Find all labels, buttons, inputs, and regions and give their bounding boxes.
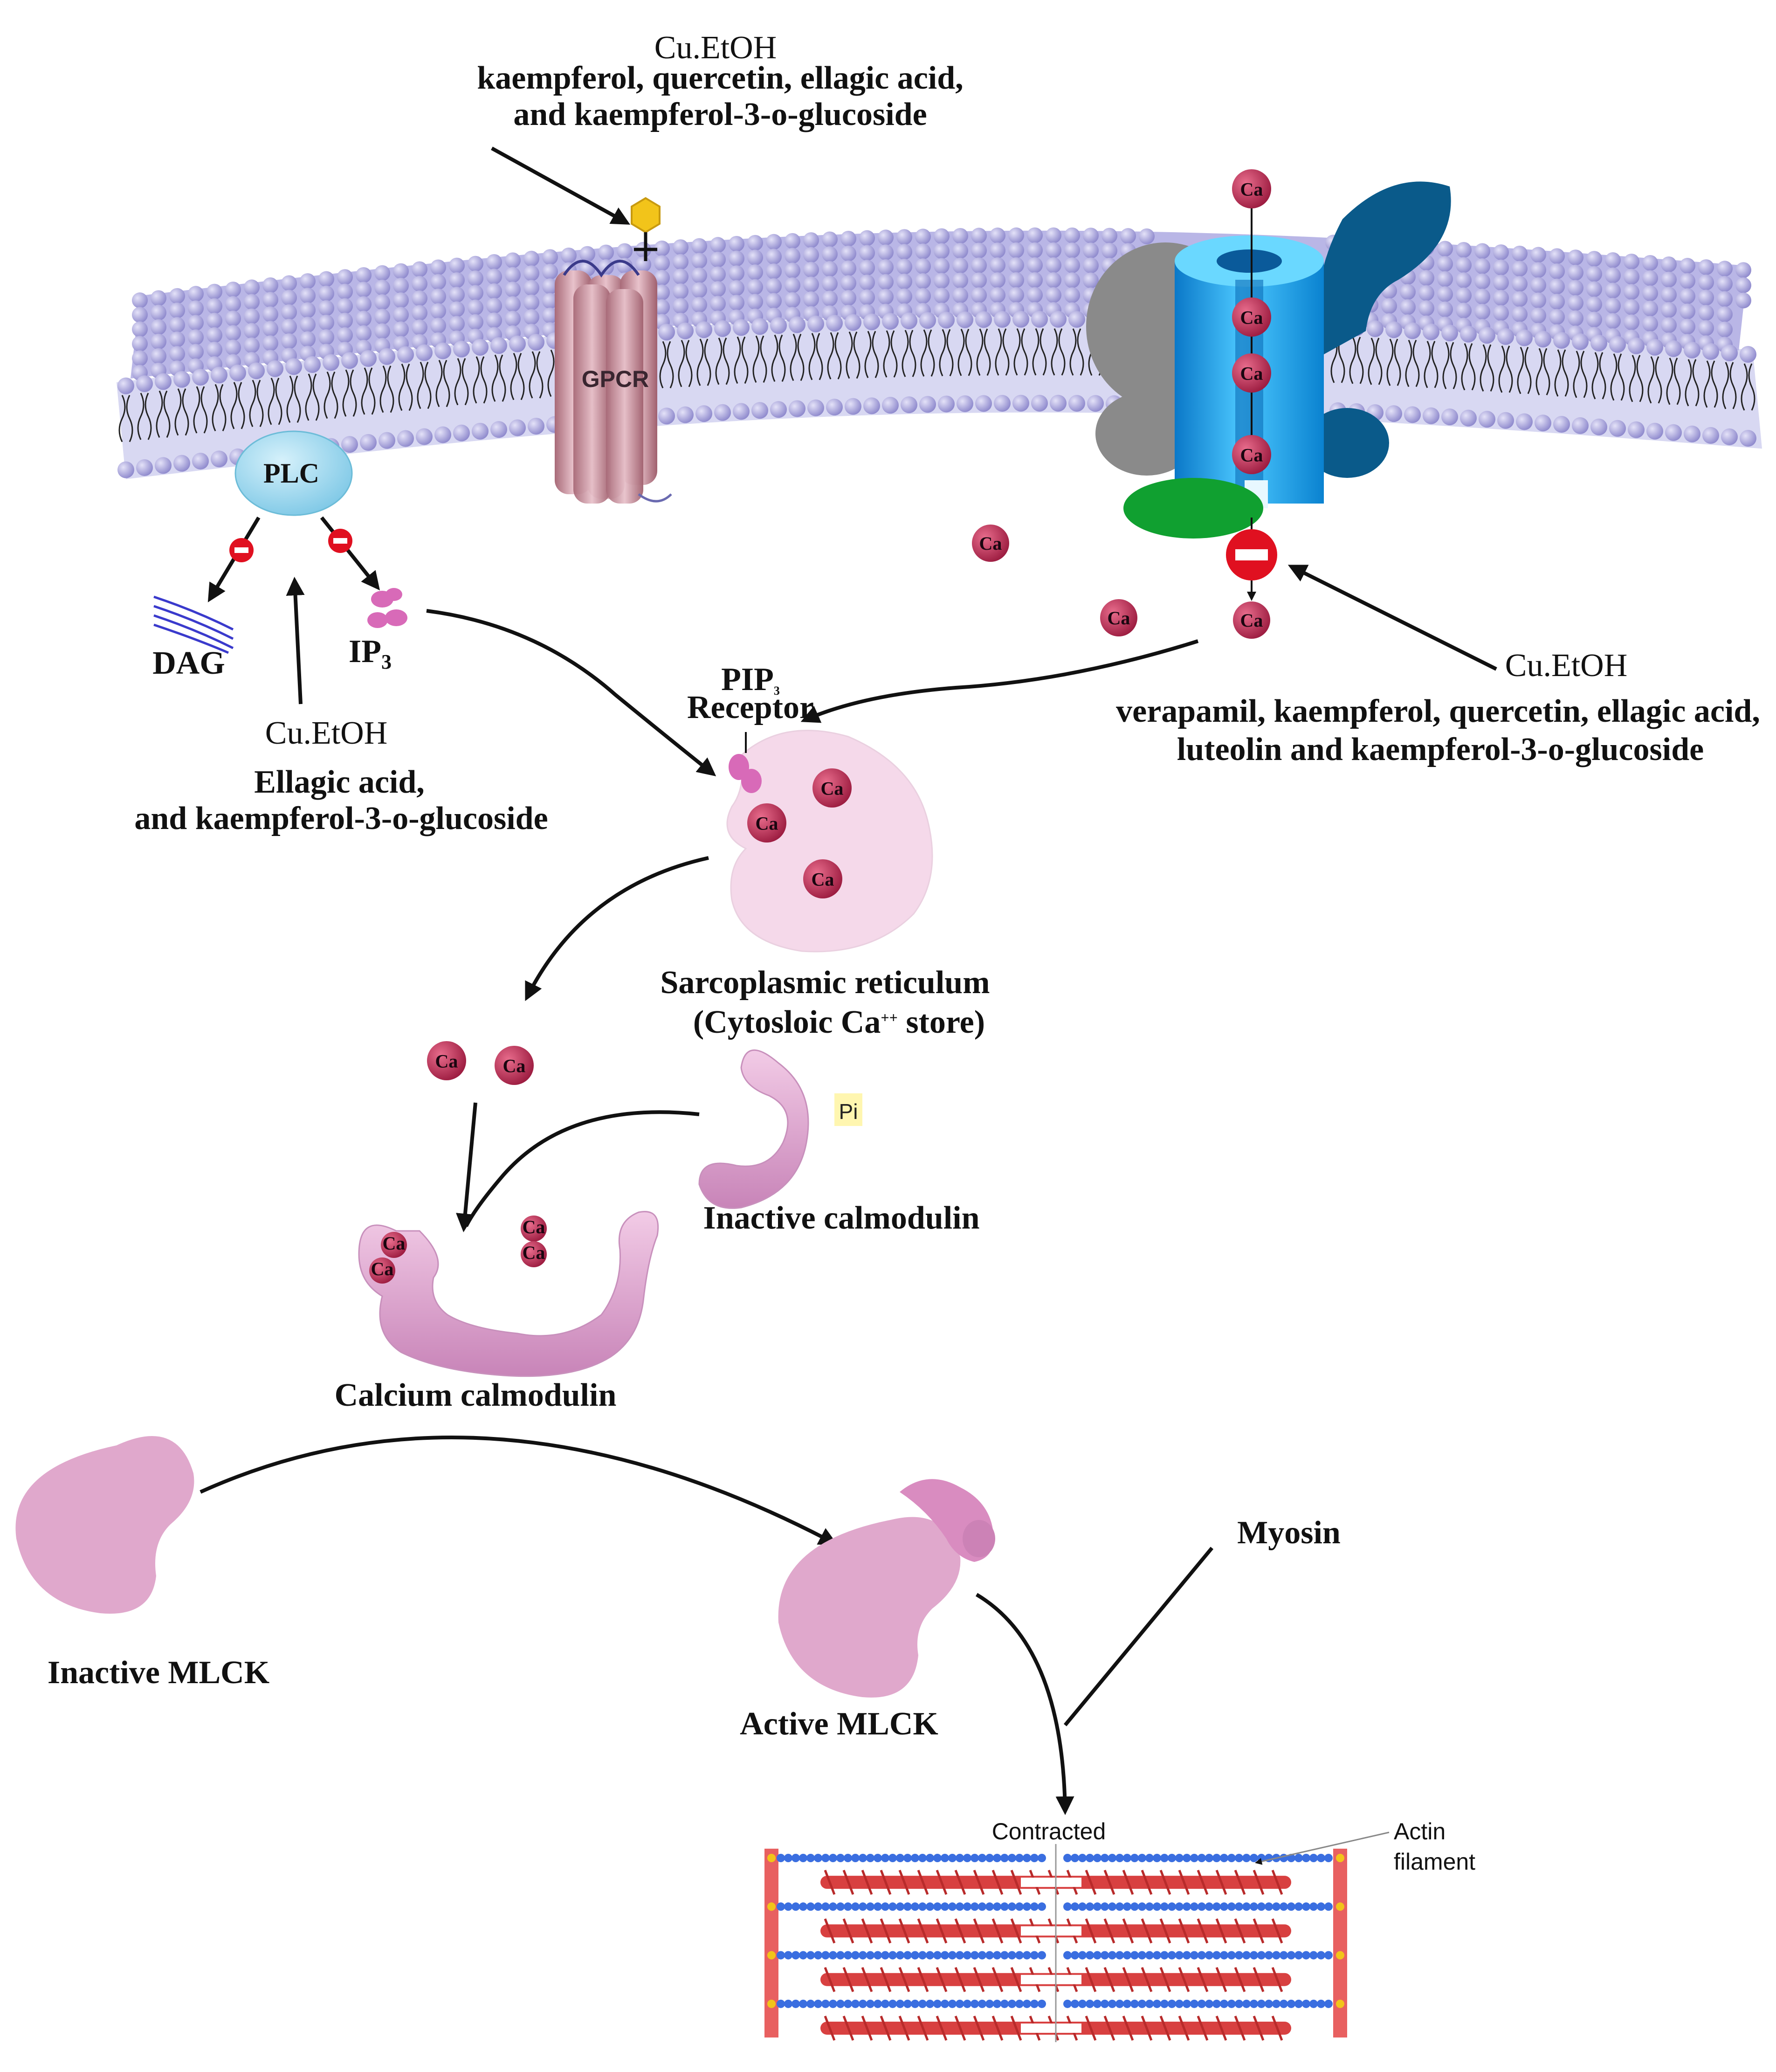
pip3-label: PIP3 xyxy=(721,662,780,698)
calcium-calmodulin xyxy=(358,1211,659,1377)
channel-inhibit-icon xyxy=(1226,529,1277,580)
calcium-ion-label: Ca xyxy=(1240,179,1263,200)
active-mlck xyxy=(778,1479,995,1698)
calcium-ion: Ca xyxy=(803,859,842,898)
plc-to-ip3-arrow xyxy=(320,516,380,591)
actin-filament xyxy=(777,1951,1333,1960)
plc-enzyme: PLC xyxy=(234,430,353,516)
gpcr-label: GPCR xyxy=(582,366,649,392)
calcium-ion-label: Ca xyxy=(1240,363,1263,384)
ip3-molecule-icon xyxy=(367,588,407,628)
calcium-ion-label: Ca xyxy=(756,813,778,834)
ip3-label: IP3 xyxy=(349,634,392,673)
calcium-ion: Ca xyxy=(369,1257,395,1284)
mlck-activation-arrow xyxy=(200,1436,838,1545)
cueth-top-label: Cu.EtOH xyxy=(654,30,777,66)
calcium-ion: Ca xyxy=(427,1041,466,1080)
right-compounds-line2: luteolin and kaempferol-3-o-glucoside xyxy=(1177,732,1704,767)
calcium-to-sr-arrow xyxy=(800,639,1199,723)
calcium-ion: Ca xyxy=(1233,601,1270,639)
top-inhibitor-arrow xyxy=(491,146,631,225)
top-compounds-line2: and kaempferol-3-o-glucoside xyxy=(513,97,927,132)
calcium-ion: Ca xyxy=(381,1232,407,1258)
active-mlck-label: Active MLCK xyxy=(740,1706,938,1742)
sr-release-arrow xyxy=(525,856,709,1001)
dark-blue-subunit xyxy=(1317,181,1451,354)
calcium-ion-label: Ca xyxy=(1240,445,1263,466)
calcium-ion: Ca xyxy=(521,1216,547,1242)
calcium-ion-label: Ca xyxy=(812,869,834,890)
inactive-calmodulin: Pi xyxy=(698,1050,862,1209)
actin-label-line1: Actin xyxy=(1394,1818,1446,1844)
calcium-ion-label: Ca xyxy=(371,1258,394,1279)
calcium-ion-label: Ca xyxy=(383,1233,406,1254)
green-subunit xyxy=(1123,478,1263,539)
calmodulin-join-arrow xyxy=(464,1110,700,1227)
calcium-ion-label: Ca xyxy=(1240,307,1263,328)
calcium-ion-label: Ca xyxy=(979,533,1002,554)
calcium-ion: Ca xyxy=(1232,435,1271,474)
left-compounds-line1: Ellagic acid, xyxy=(254,764,425,800)
calcium-ion: Ca xyxy=(972,525,1009,562)
right-compounds-line1: verapamil, kaempferol, quercetin, ellagi… xyxy=(1116,693,1760,729)
calcium-ion-label: Ca xyxy=(821,778,844,799)
sarcoplasmic-reticulum xyxy=(726,730,933,953)
sr-subtitle: (Cytosloic Ca++ store) xyxy=(693,1004,985,1040)
inactive-mlck xyxy=(15,1436,194,1614)
calcium-ion: Ca xyxy=(1100,599,1137,636)
myosin-filament xyxy=(820,1870,1291,1895)
contracted-sarcomere xyxy=(764,1844,1347,2042)
receptor-label: Receptor xyxy=(687,690,814,725)
plc-label: PLC xyxy=(263,458,319,489)
right-inhibitor-arrow xyxy=(1287,565,1497,671)
calcium-to-calmodulin-arrow xyxy=(456,1102,477,1232)
left-inhibitor-arrow xyxy=(286,577,305,704)
inhibit-icon xyxy=(229,538,254,562)
left-compounds-line2: and kaempferol-3-o-glucoside xyxy=(134,801,548,836)
cell-membrane xyxy=(117,227,1762,479)
calcium-ion-label: Ca xyxy=(1108,608,1130,629)
ip3-to-sr-arrow xyxy=(426,609,716,776)
gpcr-receptor: GPCR xyxy=(555,260,672,504)
calcium-ion-label: Ca xyxy=(1240,610,1263,631)
top-compounds-line1: kaempferol, quercetin, ellagic acid, xyxy=(477,60,963,96)
pi-label: Pi xyxy=(839,1099,858,1124)
actin-filament xyxy=(777,1999,1333,2008)
dag-label: DAG xyxy=(152,645,225,681)
inactive-mlck-label: Inactive MLCK xyxy=(48,1655,269,1691)
calcium-calmodulin-label: Calcium calmodulin xyxy=(335,1377,617,1413)
sr-title: Sarcoplasmic reticulum xyxy=(660,965,990,1001)
myosin-join-line xyxy=(1063,1547,1214,1727)
calcium-ion: Ca xyxy=(521,1241,547,1267)
mlck-to-muscle-arrow xyxy=(975,1593,1074,1815)
inactive-calmodulin-label: Inactive calmodulin xyxy=(703,1200,979,1236)
actin-filament xyxy=(777,1854,1333,1862)
calcium-ion-label: Ca xyxy=(435,1051,458,1072)
actin-pointer xyxy=(1255,1831,1390,1865)
actin-filament xyxy=(777,1902,1333,1911)
calcium-ion: Ca xyxy=(495,1046,534,1085)
calcium-ion-label: Ca xyxy=(523,1216,545,1237)
calcium-ion: Ca xyxy=(1232,297,1271,337)
cueth-left-label: Cu.EtOH xyxy=(265,715,388,751)
calcium-ion: Ca xyxy=(812,768,852,808)
calcium-ion-label: Ca xyxy=(503,1056,526,1077)
cueth-right-label: Cu.EtOH xyxy=(1505,648,1628,684)
inhibit-icon xyxy=(328,529,352,553)
actin-label-line2: filament xyxy=(1394,1849,1475,1875)
calcium-ion: Ca xyxy=(747,803,786,843)
calcium-ion: Ca xyxy=(1232,353,1271,393)
myosin-label: Myosin xyxy=(1237,1515,1341,1551)
calcium-ion-label: Ca xyxy=(523,1242,545,1263)
contracted-label: Contracted xyxy=(992,1818,1106,1844)
ligand-icon xyxy=(631,197,661,261)
calcium-ion: Ca xyxy=(1232,169,1271,208)
dag-lipid-icon xyxy=(153,595,234,654)
